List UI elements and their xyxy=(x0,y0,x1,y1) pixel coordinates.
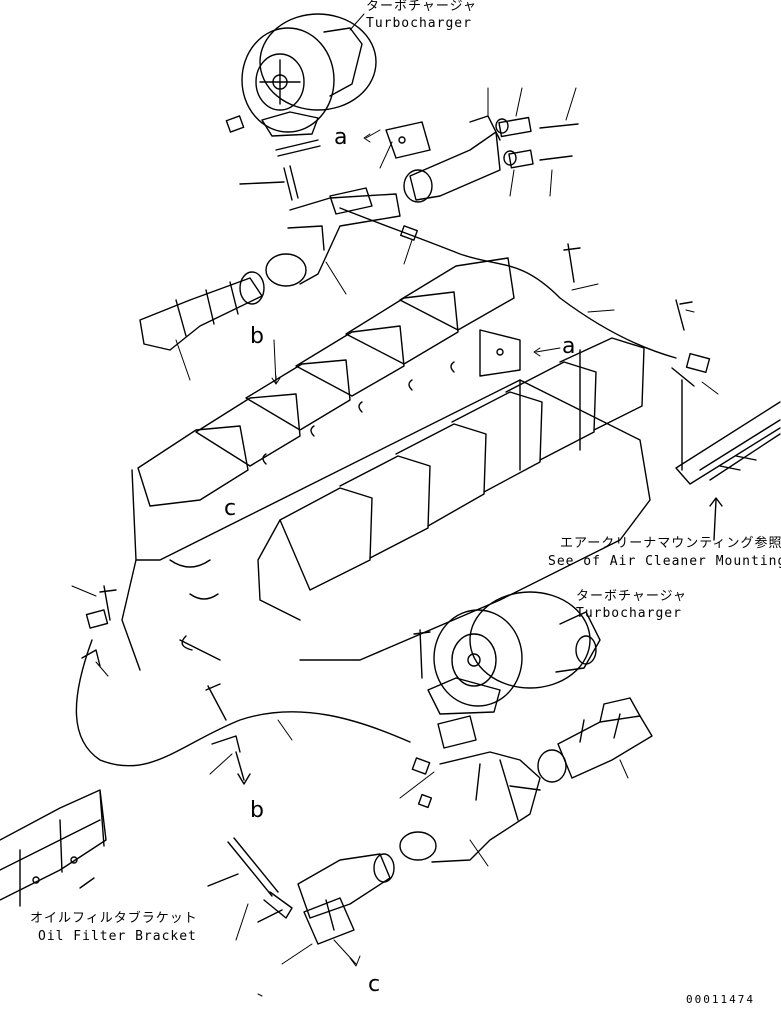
drawing-number: 00011474 xyxy=(686,993,755,1006)
reference-mark-c-bottom: c xyxy=(368,972,381,997)
turbocharger-top-label-en: Turbocharger xyxy=(366,16,472,31)
stud-top xyxy=(239,165,299,201)
sensor-cable-top xyxy=(339,207,677,359)
exhaust-manifold-bottom-right xyxy=(537,697,653,783)
stud-bottom xyxy=(207,837,293,923)
oil-filter-bracket-label-jp: オイルフィルタブラケット xyxy=(30,911,198,926)
leader-lines xyxy=(71,13,719,997)
turbocharger-middle-label-en: Turbocharger xyxy=(576,606,682,621)
air-cleaner-label-en: See of Air Cleaner Mounting xyxy=(548,554,781,569)
turbocharger-middle-label-jp: ターボチャージャ xyxy=(576,589,687,604)
sensor-cable-bottom xyxy=(75,639,411,767)
air-cleaner-label-jp: エアークリーナマウンティング参照 xyxy=(560,536,781,551)
exhaust-manifold-bottom-left xyxy=(297,853,395,945)
engine-block xyxy=(121,257,651,671)
reference-mark-c-engine: c xyxy=(224,496,237,521)
turbocharger-middle-drawing xyxy=(413,591,601,715)
elbow-pipe-bottom xyxy=(399,751,541,863)
sensor-top-right xyxy=(563,243,711,471)
reference-mark-b-bottom: b xyxy=(250,798,264,823)
turbocharger-top-drawing xyxy=(225,13,377,157)
exhaust-manifold-top-right xyxy=(403,115,579,203)
elbow-pipe-top xyxy=(265,193,418,287)
reference-mark-a-right: a xyxy=(562,334,576,359)
turbocharger-top-label-jp: ターボチャージャ xyxy=(366,0,477,14)
oil-filter-bracket xyxy=(0,789,107,907)
exhaust-manifold-top-left xyxy=(139,271,265,351)
air-cleaner-rail xyxy=(675,401,781,541)
sensor-bottom-left xyxy=(81,585,251,785)
oil-filter-bracket-label-en: Oil Filter Bracket xyxy=(38,929,197,944)
flange-gasket-middle xyxy=(437,715,477,749)
reference-mark-b-top: b xyxy=(250,324,264,349)
flange-gasket-top xyxy=(329,121,431,215)
reference-mark-a-top: a xyxy=(334,125,348,150)
